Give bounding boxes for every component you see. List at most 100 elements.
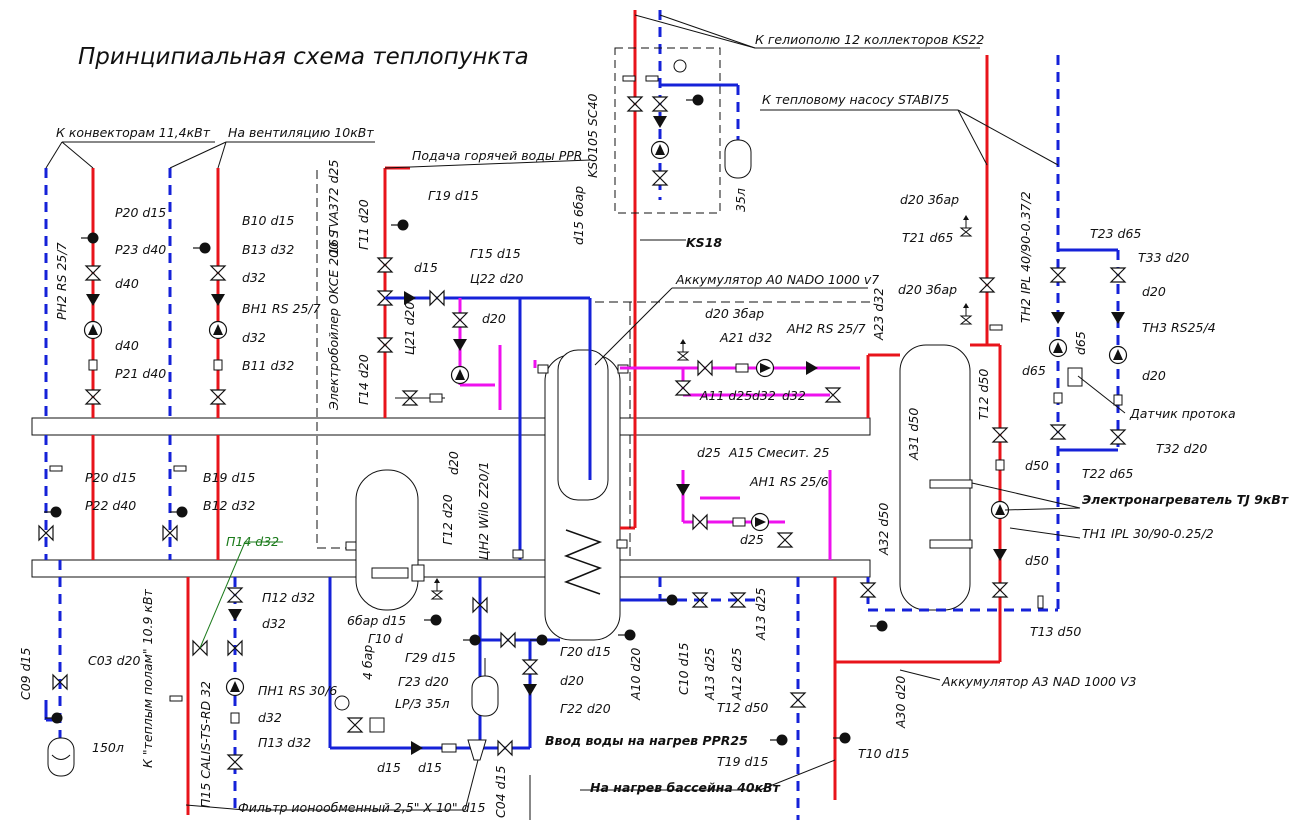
label-g10: Г10 d [368, 631, 403, 646]
label-b13: B13 d32 [242, 242, 294, 257]
label-p21: P21 d40 [115, 366, 166, 381]
hot-water-supply [377, 166, 590, 560]
label-g19: Г19 d15 [428, 188, 479, 203]
label-p12: П12 d32 [262, 590, 315, 605]
label-c21: Ц21 d20 [402, 302, 417, 355]
label-exp35: 35л [733, 188, 748, 212]
label-t21: T21 d65 [902, 230, 953, 245]
label-p15: П15 CALIS-TS-RD 32 [198, 681, 213, 808]
schema-title: Принципиальная схема теплопункта [78, 44, 529, 70]
label-d25a: d25 [697, 445, 721, 460]
solar-station [614, 10, 980, 214]
label-th1: TH1 IPL 30/90-0.25/2 [1082, 526, 1214, 541]
label-c09: C09 d15 [18, 648, 33, 700]
label-bar6: 6бар d15 [347, 613, 406, 628]
label-bh1: BH1 RS 25/7 [242, 301, 321, 316]
convector-branch [38, 168, 103, 560]
label-d20d: d20 [1142, 284, 1166, 299]
label-filter: Фильтр ионообменный 2,5" X 10" d15 [238, 800, 485, 815]
label-c04: C04 d15 [493, 766, 508, 818]
accumulator-a0 [512, 200, 660, 642]
label-d20-3bar-a: d20 3бар [705, 306, 764, 321]
label-g15: Г15 d15 [470, 246, 521, 261]
label-t10: T10 d15 [858, 746, 909, 761]
label-th3: TH3 RS25/4 [1142, 320, 1216, 335]
label-t12a: T12 d50 [717, 700, 768, 715]
label-b11: B11 d32 [242, 358, 294, 373]
label-pool: На нагрев бассейна 40кВт [590, 780, 781, 795]
label-b19: B19 d15 [203, 470, 255, 485]
label-d15d: d15 [418, 760, 442, 775]
upper-manifold [31, 417, 871, 436]
label-d20b: d20 [446, 451, 461, 475]
lower-manifold [31, 559, 871, 578]
label-flow-sensor: Датчик протока [1129, 406, 1236, 421]
label-d40a: d40 [115, 276, 139, 291]
label-convectors: К конвекторам 11,4кВт [56, 125, 211, 140]
label-d20e: d20 [1142, 368, 1166, 383]
label-g20: Г20 d15 [560, 644, 611, 659]
label-p13: П13 d32 [258, 735, 311, 750]
label-ph2: PH2 RS 25/7 [54, 242, 69, 320]
label-helio: К гелиополю 12 коллекторов KS22 [755, 32, 984, 47]
label-d20a: d20 [482, 311, 506, 326]
label-t12b: T12 d50 [976, 369, 991, 420]
label-t33: T33 d20 [1138, 250, 1189, 265]
label-t19: T19 d15 [717, 754, 768, 769]
label-p22: P22 d40 [85, 498, 136, 513]
label-d32a: d32 [242, 270, 266, 285]
label-a10: A10 d20 [628, 648, 643, 701]
label-a12: A12 d25 [729, 648, 744, 701]
label-a30: A30 d20 [893, 676, 908, 729]
label-b12: B12 d32 [203, 498, 255, 513]
label-water-in: Ввод воды на нагрев PPR25 [545, 733, 748, 748]
accumulator-a3 [833, 344, 1058, 800]
label-d15a: d15 [414, 260, 438, 275]
label-t22: T22 d65 [1082, 466, 1133, 481]
label-g11: Г11 d20 [356, 199, 371, 250]
pool-lines [529, 577, 852, 820]
label-lp3: LP/3 35л [395, 696, 450, 711]
label-el-heater: Электронагреватель TJ 9кВт [1082, 492, 1289, 507]
label-ventilation: На вентиляцию 10кВт [228, 125, 374, 140]
label-t32: T32 d20 [1156, 441, 1207, 456]
label-boiler: Электробойлер OKCE 200 S [326, 230, 341, 411]
label-d32e: d32 [752, 388, 776, 403]
heat-pump-loop [760, 55, 1060, 610]
label-ph1: ПН1 RS 30/6 [258, 683, 337, 698]
label-g12: Г12 d20 [440, 494, 455, 545]
label-g23: Г23 d20 [398, 674, 449, 689]
label-a21: A21 d32 [719, 330, 772, 345]
label-a15: A15 Смесит. 25 [728, 445, 829, 460]
label-ks0105: KS0105 SC40 [585, 93, 600, 178]
label-acc-a0: Аккумулятор A0 NADO 1000 v7 [675, 272, 879, 287]
label-hot-supply: Подача горячей воды PPR [412, 148, 582, 163]
label-c22: Ц22 d20 [470, 271, 523, 286]
label-d20-3bar-b: d20 3бар [900, 192, 959, 207]
label-floor: К "теплым полам" 10.9 кВт [140, 588, 155, 768]
label-g14: Г14 d20 [356, 354, 371, 405]
label-b10: B10 d15 [242, 213, 294, 228]
label-d65b: d65 [1073, 331, 1088, 355]
floor-heating-branch [169, 541, 283, 815]
label-d65a: d65 [1022, 363, 1046, 378]
ventilation-branch [162, 168, 228, 560]
label-bar4: 4 бар [360, 645, 375, 680]
electric-boiler [316, 170, 443, 627]
label-p14: П14 d32 [226, 534, 279, 549]
label-d32f: d32 [782, 388, 806, 403]
label-c03: C03 d20 [88, 653, 140, 668]
label-c10: C10 d15 [676, 643, 691, 695]
label-a13a: A13 d25 [753, 588, 768, 641]
label-a23: A23 d32 [871, 288, 886, 341]
label-d32b: d32 [242, 330, 266, 345]
label-p20a: P20 d15 [115, 205, 166, 220]
label-d20-3bar-c: d20 3бар [898, 282, 957, 297]
label-a31: A31 d50 [906, 408, 921, 461]
label-d32d: d32 [258, 710, 282, 725]
label-a13b: A13 d25 [702, 648, 717, 701]
label-tank150: 150л [92, 740, 124, 755]
label-d20c: d20 [560, 673, 584, 688]
expansion-tank-150 [44, 560, 75, 777]
